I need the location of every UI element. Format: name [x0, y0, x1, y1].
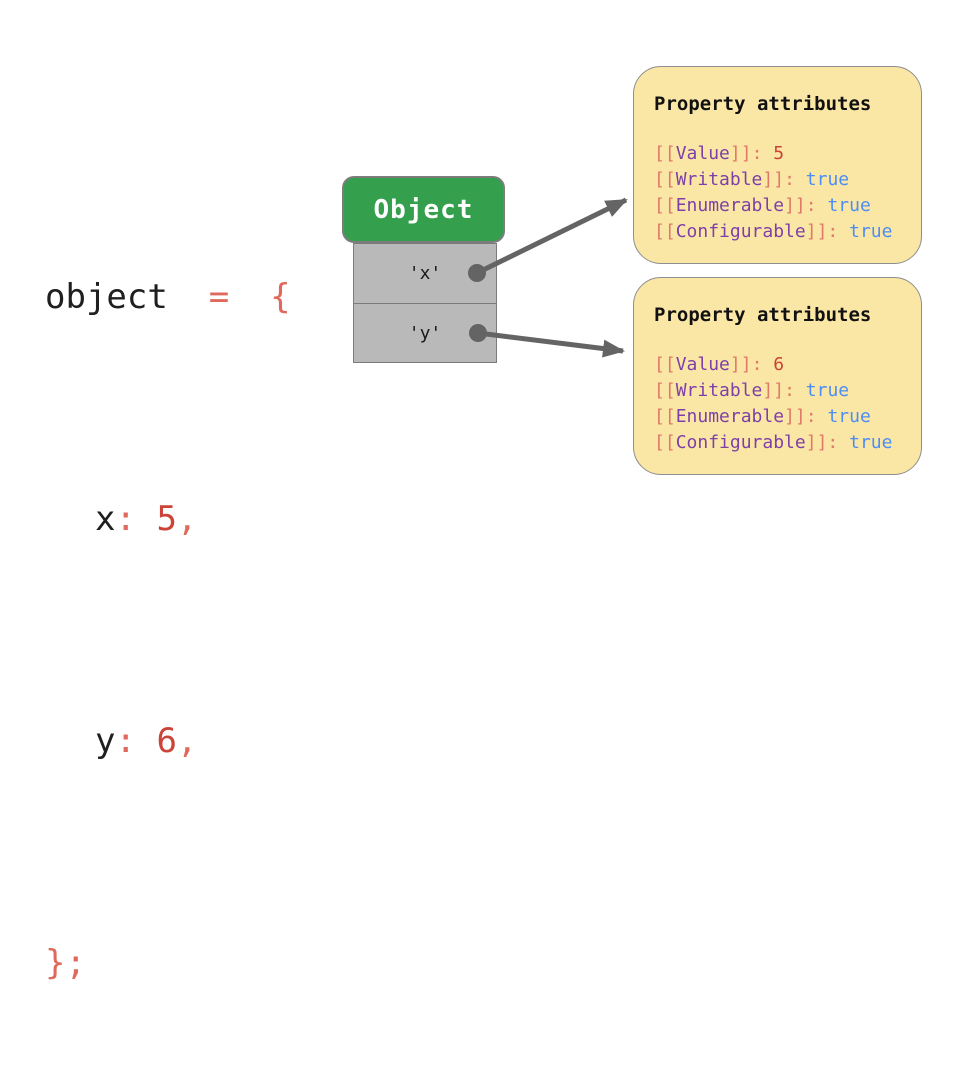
attr-name: Enumerable [675, 406, 785, 427]
code-colon: : [115, 499, 157, 539]
bracket-close: ]] [762, 380, 785, 401]
attr-colon: : [827, 221, 850, 242]
table-row-x: 'x' [354, 244, 496, 303]
table-row-y: 'y' [354, 303, 496, 362]
bracket-open: [[ [654, 195, 676, 216]
object-property-table: 'x' 'y' [353, 243, 497, 363]
object-header-box: Object [342, 176, 505, 243]
attr-name: Configurable [675, 432, 806, 453]
attr-colon: : [805, 406, 828, 427]
attr-line-enumerable: [[Enumerable]]: true [654, 404, 903, 430]
attr-colon: : [784, 169, 806, 190]
attr-value: true [827, 406, 871, 427]
attr-line-value: [[Value]]: 6 [654, 352, 903, 378]
code-line-object-open: object = { [45, 260, 291, 334]
attr-line-value: [[Value]]: 5 [654, 141, 903, 167]
bracket-close: ]] [784, 195, 806, 216]
code-listing: object = { x: 5, y: 6, }; [45, 112, 291, 1074]
attr-colon: : [827, 432, 850, 453]
bracket-close: ]] [762, 169, 785, 190]
slide-canvas: { "code": { "lines": [ { "parts": [ { "t… [45, 66, 922, 983]
code-colon: : [115, 721, 157, 761]
bracket-open: [[ [654, 380, 676, 401]
attr-value: 5 [773, 143, 785, 164]
code-key-y: y [95, 721, 116, 761]
attr-name: Writable [675, 380, 763, 401]
code-value-5: 5 [156, 499, 177, 539]
code-comma: , [176, 499, 198, 539]
note-title: Property attributes [654, 93, 872, 115]
table-row-x-label: 'x' [408, 263, 442, 284]
bracket-close: ]] [729, 354, 752, 375]
attr-name: Value [675, 354, 730, 375]
bracket-open: [[ [654, 354, 676, 375]
attr-value: 6 [773, 354, 785, 375]
attr-value: true [827, 195, 871, 216]
code-key-x: x [95, 499, 116, 539]
attr-name: Enumerable [675, 195, 785, 216]
bracket-open: [[ [654, 432, 676, 453]
attr-line-configurable: [[Configurable]]: true [654, 219, 903, 245]
attr-value: true [805, 169, 850, 190]
attr-name: Value [675, 143, 730, 164]
bracket-open: [[ [654, 143, 676, 164]
attr-value: true [849, 221, 893, 242]
code-line-y: y: 6, [45, 704, 291, 778]
attr-name: Configurable [675, 221, 806, 242]
note-title: Property attributes [654, 304, 872, 326]
code-close-brace: }; [45, 943, 86, 983]
property-attributes-note-x: Property attributes [[Value]]: 5 [[Writa… [633, 66, 922, 264]
code-identifier: object [45, 277, 168, 317]
attr-line-enumerable: [[Enumerable]]: true [654, 193, 903, 219]
attr-colon: : [751, 143, 774, 164]
code-comma: , [176, 721, 198, 761]
object-header-label: Object [373, 194, 474, 225]
attr-value: true [805, 380, 850, 401]
property-attributes-note-y: Property attributes [[Value]]: 6 [[Writa… [633, 277, 922, 475]
attr-line-writable: [[Writable]]: true [654, 378, 903, 404]
bracket-open: [[ [654, 169, 676, 190]
bracket-close: ]] [784, 406, 806, 427]
bracket-close: ]] [805, 221, 828, 242]
bracket-close: ]] [729, 143, 752, 164]
attr-colon: : [751, 354, 774, 375]
code-line-close: }; [45, 926, 291, 1000]
bracket-close: ]] [805, 432, 828, 453]
attr-colon: : [805, 195, 828, 216]
attr-line-configurable: [[Configurable]]: true [654, 430, 903, 456]
table-row-y-label: 'y' [408, 322, 442, 344]
attr-name: Writable [675, 169, 763, 190]
code-operator: = { [167, 277, 291, 317]
attr-value: true [849, 432, 893, 453]
code-value-6: 6 [156, 721, 177, 761]
code-line-x: x: 5, [45, 482, 291, 556]
attr-line-writable: [[Writable]]: true [654, 167, 903, 193]
bracket-open: [[ [654, 221, 676, 242]
attr-colon: : [784, 380, 806, 401]
bracket-open: [[ [654, 406, 676, 427]
